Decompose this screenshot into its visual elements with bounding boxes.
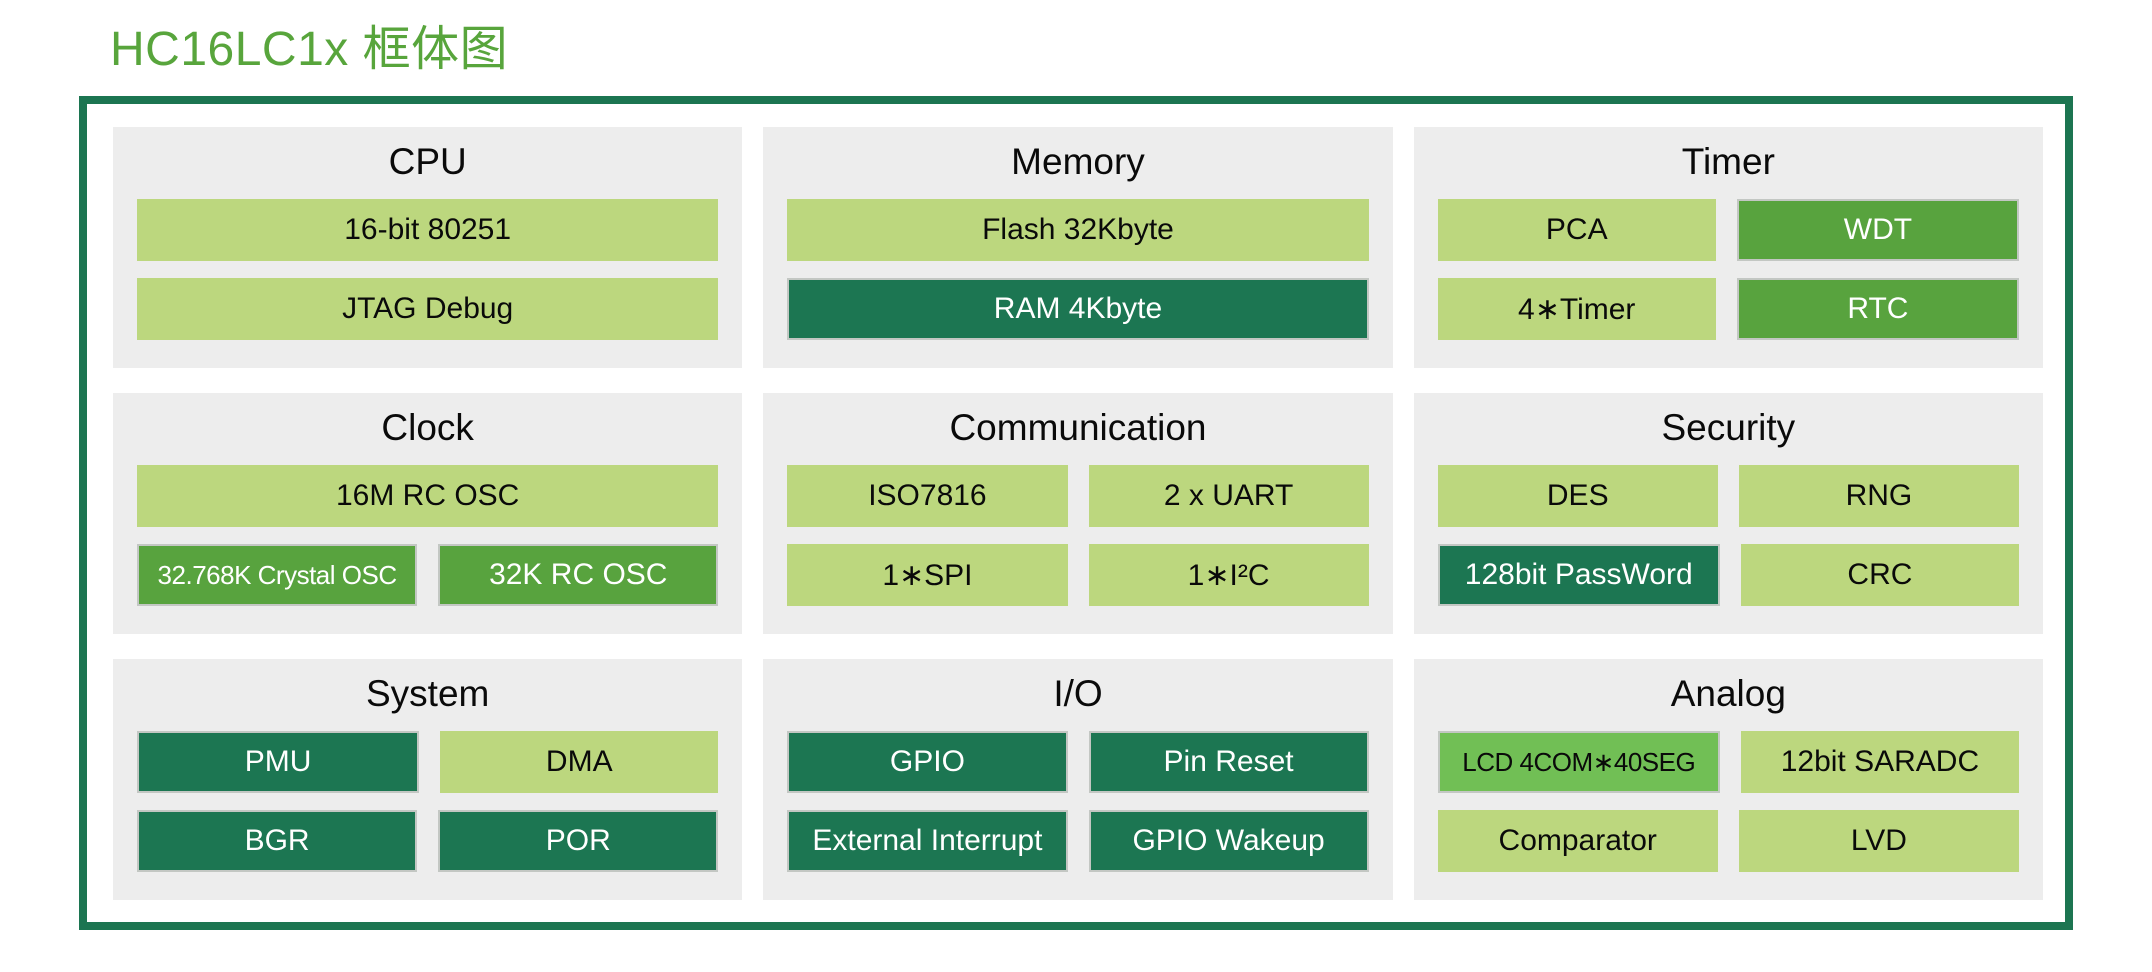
page-title: HC16LC1x 框体图 xyxy=(110,23,509,76)
panel-cpu-rows: 16-bit 80251 JTAG Debug xyxy=(137,199,719,340)
cell-pca: PCA xyxy=(1437,199,1716,261)
cell-32768k-crystal-osc: 32.768K Crystal OSC xyxy=(137,544,418,606)
panel-analog-title: Analog xyxy=(1670,673,1786,714)
cell-wdt: WDT xyxy=(1736,199,2019,261)
cell-lvd: LVD xyxy=(1738,810,2019,872)
cell-gpio: GPIO xyxy=(787,731,1068,793)
panel-system-rows: PMU DMA BGR POR xyxy=(137,731,719,872)
cell-bgr: BGR xyxy=(137,810,418,872)
cell-12bit-saradc: 12bit SARADC xyxy=(1740,731,2019,793)
panel-io: I/O GPIO Pin Reset External Interrupt GP… xyxy=(763,659,1393,900)
cell-gpio-wakeup: GPIO Wakeup xyxy=(1088,810,1369,872)
cell-2x-uart: 2 x UART xyxy=(1088,465,1369,527)
panel-system: System PMU DMA BGR POR xyxy=(113,659,743,900)
cell-lcd-4com-40seg: LCD 4COM∗40SEG xyxy=(1437,731,1720,793)
panel-system-title: System xyxy=(365,673,490,714)
panel-memory: Memory Flash 32Kbyte RAM 4Kbyte xyxy=(763,127,1393,368)
cell-crc: CRC xyxy=(1740,544,2019,606)
cell-jtag-debug: JTAG Debug xyxy=(137,278,719,340)
panel-analog-rows: LCD 4COM∗40SEG 12bit SARADC Comparator L… xyxy=(1437,731,2019,872)
cell-por: POR xyxy=(438,810,719,872)
panel-analog: Analog LCD 4COM∗40SEG 12bit SARADC Compa… xyxy=(1413,659,2043,900)
panel-timer: Timer PCA WDT 4∗Timer RTC xyxy=(1413,127,2043,368)
panel-memory-rows: Flash 32Kbyte RAM 4Kbyte xyxy=(787,199,1369,340)
cell-rtc: RTC xyxy=(1736,278,2019,340)
panel-communication-rows: ISO7816 2 x UART 1∗SPI 1∗I²C xyxy=(787,465,1369,606)
cell-dma: DMA xyxy=(440,731,719,793)
panel-io-title: I/O xyxy=(1053,673,1103,714)
panel-cpu: CPU 16-bit 80251 JTAG Debug xyxy=(113,127,743,368)
cell-1-spi: 1∗SPI xyxy=(787,544,1068,606)
cell-4-timer: 4∗Timer xyxy=(1437,278,1716,340)
cell-external-interrupt: External Interrupt xyxy=(787,810,1068,872)
panel-timer-title: Timer xyxy=(1681,141,1775,182)
cell-iso7816: ISO7816 xyxy=(787,465,1068,527)
cell-flash-32kbyte: Flash 32Kbyte xyxy=(787,199,1369,261)
panel-clock-rows: 16M RC OSC 32.768K Crystal OSC 32K RC OS… xyxy=(137,465,719,606)
panel-communication-title: Communication xyxy=(949,407,1207,448)
cell-des: DES xyxy=(1437,465,1718,527)
panel-clock: Clock 16M RC OSC 32.768K Crystal OSC 32K… xyxy=(113,393,743,634)
cell-16m-rc-osc: 16M RC OSC xyxy=(137,465,719,527)
panel-clock-title: Clock xyxy=(381,407,474,448)
panel-memory-title: Memory xyxy=(1011,141,1145,182)
cell-128bit-password: 128bit PassWord xyxy=(1437,544,1720,606)
panel-cpu-title: CPU xyxy=(388,141,467,182)
panel-security-rows: DES RNG 128bit PassWord CRC xyxy=(1437,465,2019,606)
cell-32k-rc-osc: 32K RC OSC xyxy=(438,544,719,606)
panel-communication: Communication ISO7816 2 x UART 1∗SPI 1∗I… xyxy=(763,393,1393,634)
cell-16-bit-80251: 16-bit 80251 xyxy=(137,199,719,261)
panel-io-rows: GPIO Pin Reset External Interrupt GPIO W… xyxy=(787,731,1369,872)
cell-ram-4kbyte: RAM 4Kbyte xyxy=(787,278,1369,340)
panel-security: Security DES RNG 128bit PassWord CRC xyxy=(1413,393,2043,634)
cell-rng: RNG xyxy=(1738,465,2019,527)
diagram-frame: CPU 16-bit 80251 JTAG Debug Memory Flash… xyxy=(79,96,2073,930)
cell-comparator: Comparator xyxy=(1437,810,1718,872)
panel-security-title: Security xyxy=(1661,407,1796,448)
cell-pmu: PMU xyxy=(137,731,420,793)
cell-1-i2c: 1∗I²C xyxy=(1088,544,1369,606)
panel-timer-rows: PCA WDT 4∗Timer RTC xyxy=(1437,199,2019,340)
diagram-grid: CPU 16-bit 80251 JTAG Debug Memory Flash… xyxy=(87,104,2065,922)
cell-pin-reset: Pin Reset xyxy=(1088,731,1369,793)
